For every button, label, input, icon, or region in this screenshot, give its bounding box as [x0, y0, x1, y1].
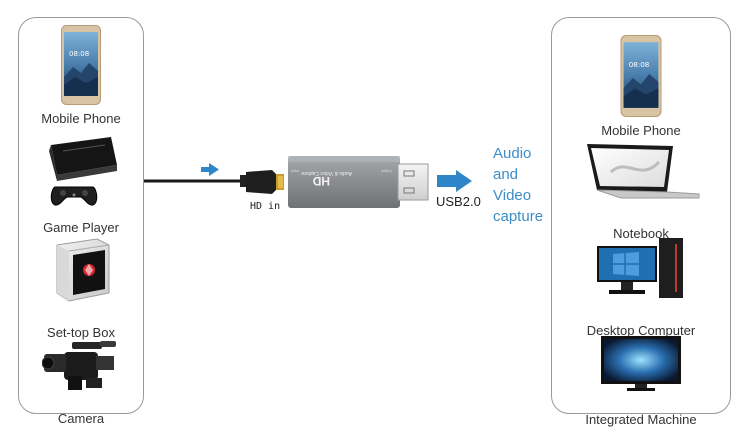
destination-desktop-computer: Desktop Computer: [552, 234, 730, 338]
all-in-one-computer-icon: [599, 334, 683, 392]
device-side-text-right: Output: [381, 169, 392, 173]
device-side-text-left: Input: [291, 169, 299, 173]
hdmi-connector-icon: [240, 170, 284, 194]
source-devices-panel: 08:08 Mobile Phone Game Player: [18, 17, 144, 426]
source-label: Camera: [57, 411, 105, 426]
destination-mobile-phone: 08:08 Mobile Phone: [552, 18, 730, 142]
desktop-computer-icon: [595, 236, 687, 300]
result-label-line: and: [493, 166, 519, 183]
camcorder-icon: [42, 338, 120, 392]
result-label-line: Video: [493, 187, 532, 204]
result-label-line: Audio: [493, 145, 532, 162]
input-arrow-icon: [201, 163, 219, 176]
destination-notebook: Notebook: [552, 142, 730, 241]
source-camera: Camera: [19, 334, 143, 426]
destination-devices-panel: 08:08 Mobile Phone Notebook: [551, 17, 731, 427]
usb-label: USB2.0: [436, 194, 481, 209]
destination-label: Notebook: [613, 226, 669, 241]
destination-integrated-machine: Integrated Machine: [552, 334, 730, 427]
source-label: Mobile Phone: [41, 111, 121, 126]
laptop-icon: [581, 142, 701, 200]
source-mobile-phone: 08:08 Mobile Phone: [19, 18, 143, 130]
source-label: Game Player: [43, 220, 119, 235]
smartphone-icon: 08:08: [619, 35, 663, 117]
destination-label: Integrated Machine: [585, 412, 697, 427]
source-label: Set-top Box: [47, 325, 115, 340]
game-console-icon: [43, 135, 119, 209]
source-set-top-box: Set-top Box: [19, 234, 143, 340]
svg-text:08:08: 08:08: [69, 50, 89, 58]
smartphone-icon: 08:08: [61, 25, 101, 105]
destination-label: Mobile Phone: [601, 123, 681, 138]
device-body-text: Audio & Video Capture: [301, 170, 352, 176]
set-top-box-icon: [51, 237, 111, 303]
destination-label: Desktop Computer: [586, 323, 696, 338]
output-arrow-icon: [437, 170, 472, 192]
source-game-player: Game Player: [19, 130, 143, 235]
device-logo: HD: [312, 174, 330, 188]
result-label-line: capture: [493, 208, 544, 225]
svg-text:08:08: 08:08: [629, 60, 650, 69]
hd-in-label: HD in: [250, 201, 281, 212]
capture-device-icon: HD Audio & Video Capture Input Output: [288, 156, 429, 208]
